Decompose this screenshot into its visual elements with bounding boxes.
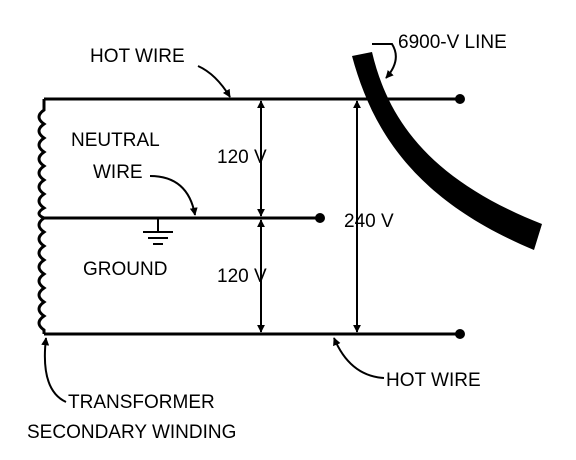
high-voltage-line — [352, 52, 542, 250]
transformer-coil — [37, 99, 48, 334]
label-volt-lower: 120 V — [217, 266, 267, 287]
label-neutral-wire: WIRE — [93, 162, 143, 183]
leader-transformer — [41, 337, 67, 403]
label-neutral: NEUTRAL — [71, 130, 160, 151]
label-6900v-line: 6900-V LINE — [398, 32, 507, 53]
neutral-wire-terminal — [315, 213, 325, 223]
leader-neutral-wire — [149, 175, 198, 216]
leader-hot-wire-bottom — [333, 337, 385, 379]
label-secondary-winding: SECONDARY WINDING — [27, 422, 236, 443]
label-transformer: TRANSFORMER — [68, 392, 215, 413]
label-hot-wire-top: HOT WIRE — [90, 46, 185, 67]
hot-wire-bottom-terminal — [455, 329, 465, 339]
label-volt-upper: 120 V — [217, 147, 267, 168]
leader-6900v-line — [372, 43, 397, 79]
ground-symbol — [143, 218, 173, 245]
hot-wire-top-terminal — [455, 94, 465, 104]
label-ground: GROUND — [83, 259, 167, 280]
leader-hot-wire-top — [197, 65, 231, 98]
label-volt-total: 240 V — [344, 211, 394, 232]
label-hot-wire-bottom: HOT WIRE — [386, 370, 481, 391]
